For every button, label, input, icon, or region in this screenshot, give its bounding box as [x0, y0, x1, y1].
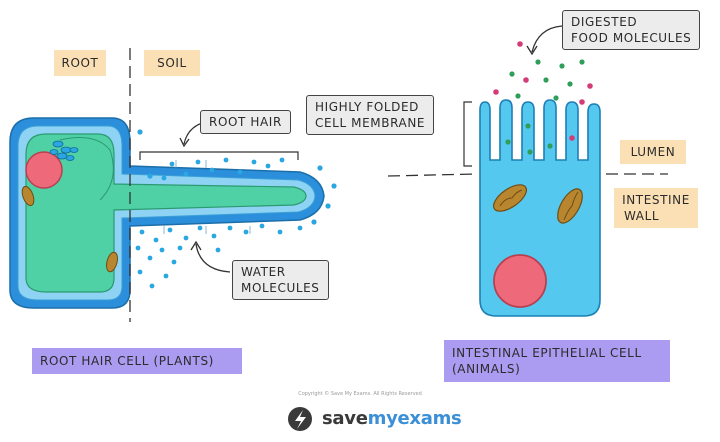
water-arrowhead — [190, 240, 202, 251]
epithelial-label-line1: INTESTINAL EPITHELIAL CELL — [452, 346, 642, 360]
organelle-cluster — [49, 140, 79, 161]
cytoplasm — [25, 133, 307, 293]
root-hair-cell-label: ROOT HAIR CELL (PLANTS) — [32, 348, 242, 374]
soil-label: SOIL — [144, 50, 200, 76]
epithelial-mitochondria — [493, 184, 583, 224]
digested-arrow — [531, 25, 563, 53]
water-entry-arrows — [163, 160, 251, 234]
brand-word-myexams: myexams — [367, 408, 462, 429]
digested-food-label: DIGESTED FOOD MOLECULES — [562, 10, 701, 50]
epithelial-nucleus — [493, 254, 547, 308]
digested-label-line1: DIGESTED — [571, 15, 638, 29]
folded-membrane-bracket — [463, 101, 472, 167]
brand-word-save: save — [322, 408, 368, 429]
root-hair-cell — [9, 117, 325, 309]
digested-arrowhead — [526, 45, 538, 56]
root-label: ROOT — [54, 50, 106, 76]
intestine-label-line2: WALL — [624, 209, 660, 223]
epithelial-cell-label: INTESTINAL EPITHELIAL CELL (ANIMALS) — [444, 340, 670, 382]
vacuole — [59, 137, 114, 201]
folded-label-line1: HIGHLY FOLDED — [315, 100, 420, 114]
food-molecules — [493, 41, 593, 155]
folded-label-line2: CELL MEMBRANE — [315, 116, 426, 130]
brand-logo[interactable]: savemyexams — [286, 404, 462, 434]
root-hair-label: ROOT HAIR — [200, 110, 291, 134]
root-hair-arrowhead — [179, 137, 190, 148]
brand-logo-mark — [288, 407, 312, 431]
intestine-label-line1: INTESTINE — [622, 193, 690, 207]
water-arrow — [195, 243, 231, 273]
water-label-line2: MOLECULES — [241, 281, 320, 295]
lumen-label: LUMEN — [620, 140, 686, 164]
water-molecules-label: WATER MOLECULES — [232, 260, 329, 300]
digested-label-line2: FOOD MOLECULES — [571, 31, 692, 45]
lumen-wall-boundary-left — [387, 173, 477, 177]
brand-wordmark: savemyexams — [322, 408, 462, 429]
epithelial-label-line2: (ANIMALS) — [452, 362, 521, 376]
intestine-wall-label: INTESTINE WALL — [614, 188, 698, 228]
root-hair-bracket — [139, 151, 299, 160]
nucleus — [25, 151, 63, 189]
water-label-line1: WATER — [241, 265, 286, 279]
folded-membrane-label: HIGHLY FOLDED CELL MEMBRANE — [306, 95, 435, 135]
water-molecules — [135, 129, 337, 289]
mitochondria — [21, 185, 118, 273]
copyright-notice: Copyright © Save My Exams. All Rights Re… — [298, 391, 422, 397]
